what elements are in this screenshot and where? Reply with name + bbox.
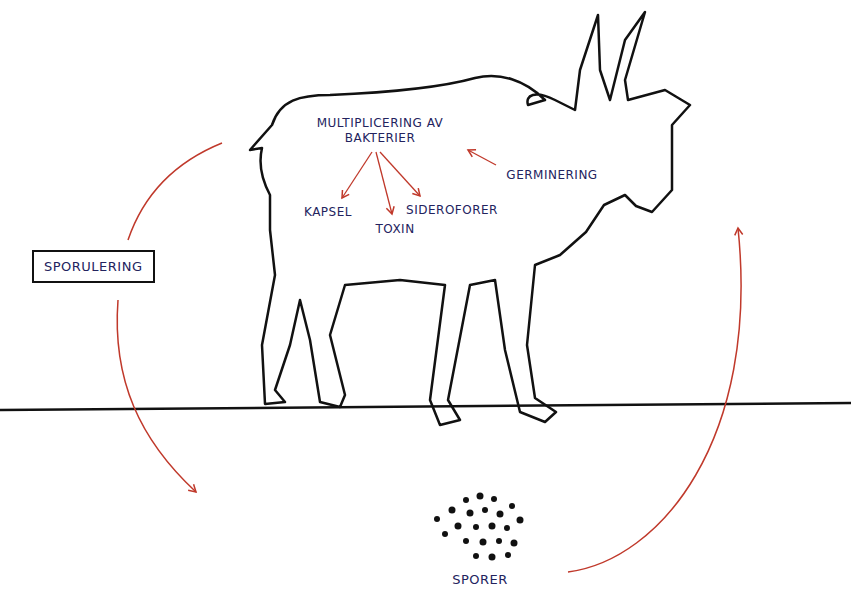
small-arrow	[376, 152, 392, 214]
cycle-arrow	[568, 228, 741, 572]
spore-dots	[434, 493, 524, 561]
box-label: SPORULERING	[44, 259, 143, 274]
cycle-arrow	[128, 143, 222, 240]
small-arrow	[342, 152, 372, 198]
product-label: SIDEROFORER	[406, 203, 498, 218]
spore-label: SPORER	[452, 572, 508, 588]
antelope-outline: MULTIPLICERING AV BAKTERIER KAPSEL SIDEROF…	[240, 5, 695, 430]
process-label: MULTIPLICERING AV BAKTERIER	[310, 116, 450, 146]
small-arrow	[380, 152, 420, 196]
product-label: TOXIN	[375, 222, 414, 237]
small-arrow	[468, 150, 496, 165]
product-label: GERMINERING	[506, 168, 597, 183]
product-label: KAPSEL	[304, 205, 352, 220]
process-box: SPORULERING	[32, 250, 155, 283]
cycle-arrow	[117, 300, 196, 492]
